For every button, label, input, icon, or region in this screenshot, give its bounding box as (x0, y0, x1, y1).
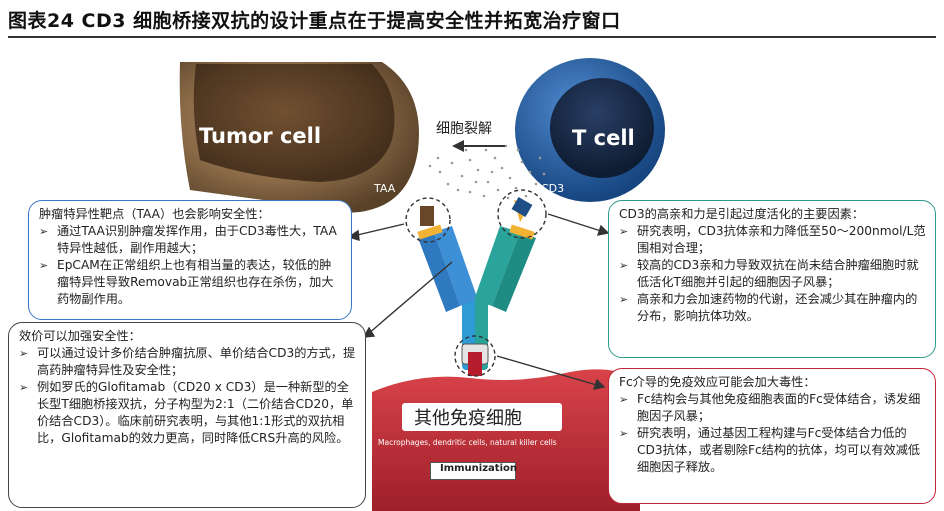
taa-box-heading: 肿瘤特异性靶点（TAA）也会影响安全性： (39, 207, 270, 221)
title-bar: 图表24 CD3 细胞桥接双抗的设计重点在于提高安全性并拓宽治疗窗口 (8, 6, 936, 38)
tumor-cell-label: Tumor cell (199, 124, 322, 148)
cell-lysis-label: 细胞裂解 (436, 121, 492, 137)
cd3-box-list: 研究表明，CD3抗体亲和力降低至50～200nmol/L范围相对合理； 较高的C… (619, 223, 927, 325)
list-item: 研究表明，通过基因工程构建与Fc受体结合力低的CD3抗体，或者剔除Fc结构的抗体… (619, 425, 927, 476)
tumor-cell (179, 62, 419, 213)
cd3-affinity-box: CD3的高亲和力是引起过度活化的主要因素： 研究表明，CD3抗体亲和力降低至50… (608, 200, 936, 358)
title-rule (8, 36, 936, 38)
cd3-box-heading: CD3的高亲和力是引起过度活化的主要因素： (619, 207, 865, 221)
list-item: 通过TAA识别肿瘤发挥作用，由于CD3毒性大，TAA特异性越低，副作用越大； (39, 223, 343, 257)
fc-box-list: Fc结构会与其他免疫细胞表面的Fc受体结合，诱发细胞因子风暴； 研究表明，通过基… (619, 391, 927, 476)
immune-cells-subtitle: Macrophages, dendritic cells, natural ki… (378, 438, 557, 447)
valency-safety-box: 效价可以加强安全性： 可以通过设计多价结合肿瘤抗原、单价结合CD3的方式，提高药… (8, 322, 366, 508)
taa-box-list: 通过TAA识别肿瘤发挥作用，由于CD3毒性大，TAA特异性越低，副作用越大； E… (39, 223, 343, 308)
list-item: EpCAM在正常组织上也有相当量的表达，较低的肿瘤特异性导致Removab正常组… (39, 257, 343, 308)
list-item: 较高的CD3亲和力导致双抗在尚未结合肿瘤细胞时就低活化T细胞并引起的细胞因子风暴… (619, 257, 927, 291)
cd3-label: CD3 (541, 182, 565, 195)
cd3-binding-arm (474, 226, 520, 306)
immune-cells-title-box (402, 403, 562, 431)
list-item: 例如罗氏的Glofitamab（CD20 x CD3）是一种新型的全长型T细胞桥… (19, 379, 357, 447)
taa-safety-box: 肿瘤特异性靶点（TAA）也会影响安全性： 通过TAA识别肿瘤发挥作用，由于CD3… (28, 200, 352, 320)
lysis-dots (428, 144, 546, 200)
bispecific-antibody (405, 189, 547, 377)
page-title: 图表24 CD3 细胞桥接双抗的设计重点在于提高安全性并拓宽治疗窗口 (8, 10, 621, 32)
valency-box-list: 可以通过设计多价结合肿瘤抗原、单价结合CD3的方式，提高药肿瘤特异性及安全性； … (19, 345, 357, 447)
valency-box-heading: 效价可以加强安全性： (19, 329, 141, 343)
list-item: 高亲和力会加速药物的代谢，还会减少其在肿瘤内的分布，影响抗体功效。 (619, 291, 927, 325)
t-cell-label: T cell (572, 126, 635, 150)
fc-box-heading: Fc介导的免疫效应可能会加大毒性： (619, 375, 816, 389)
list-item: 可以通过设计多价结合肿瘤抗原、单价结合CD3的方式，提高药肿瘤特异性及安全性； (19, 345, 357, 379)
taa-label: TAA (374, 182, 396, 195)
lysis-arrow (452, 140, 505, 152)
connector-arrows (347, 213, 610, 390)
list-item: 研究表明，CD3抗体亲和力降低至50～200nmol/L范围相对合理； (619, 223, 927, 257)
immunization-box (430, 462, 516, 480)
taa-binding-arm (434, 226, 478, 306)
list-item: Fc结构会与其他免疫细胞表面的Fc受体结合，诱发细胞因子风暴； (619, 391, 927, 425)
immune-cells-title: 其他免疫细胞 (414, 408, 522, 429)
fc-toxicity-box: Fc介导的免疫效应可能会加大毒性： Fc结构会与其他免疫细胞表面的Fc受体结合，… (608, 368, 936, 504)
t-cell (515, 58, 665, 202)
immunization-label: Immunization (440, 463, 517, 474)
